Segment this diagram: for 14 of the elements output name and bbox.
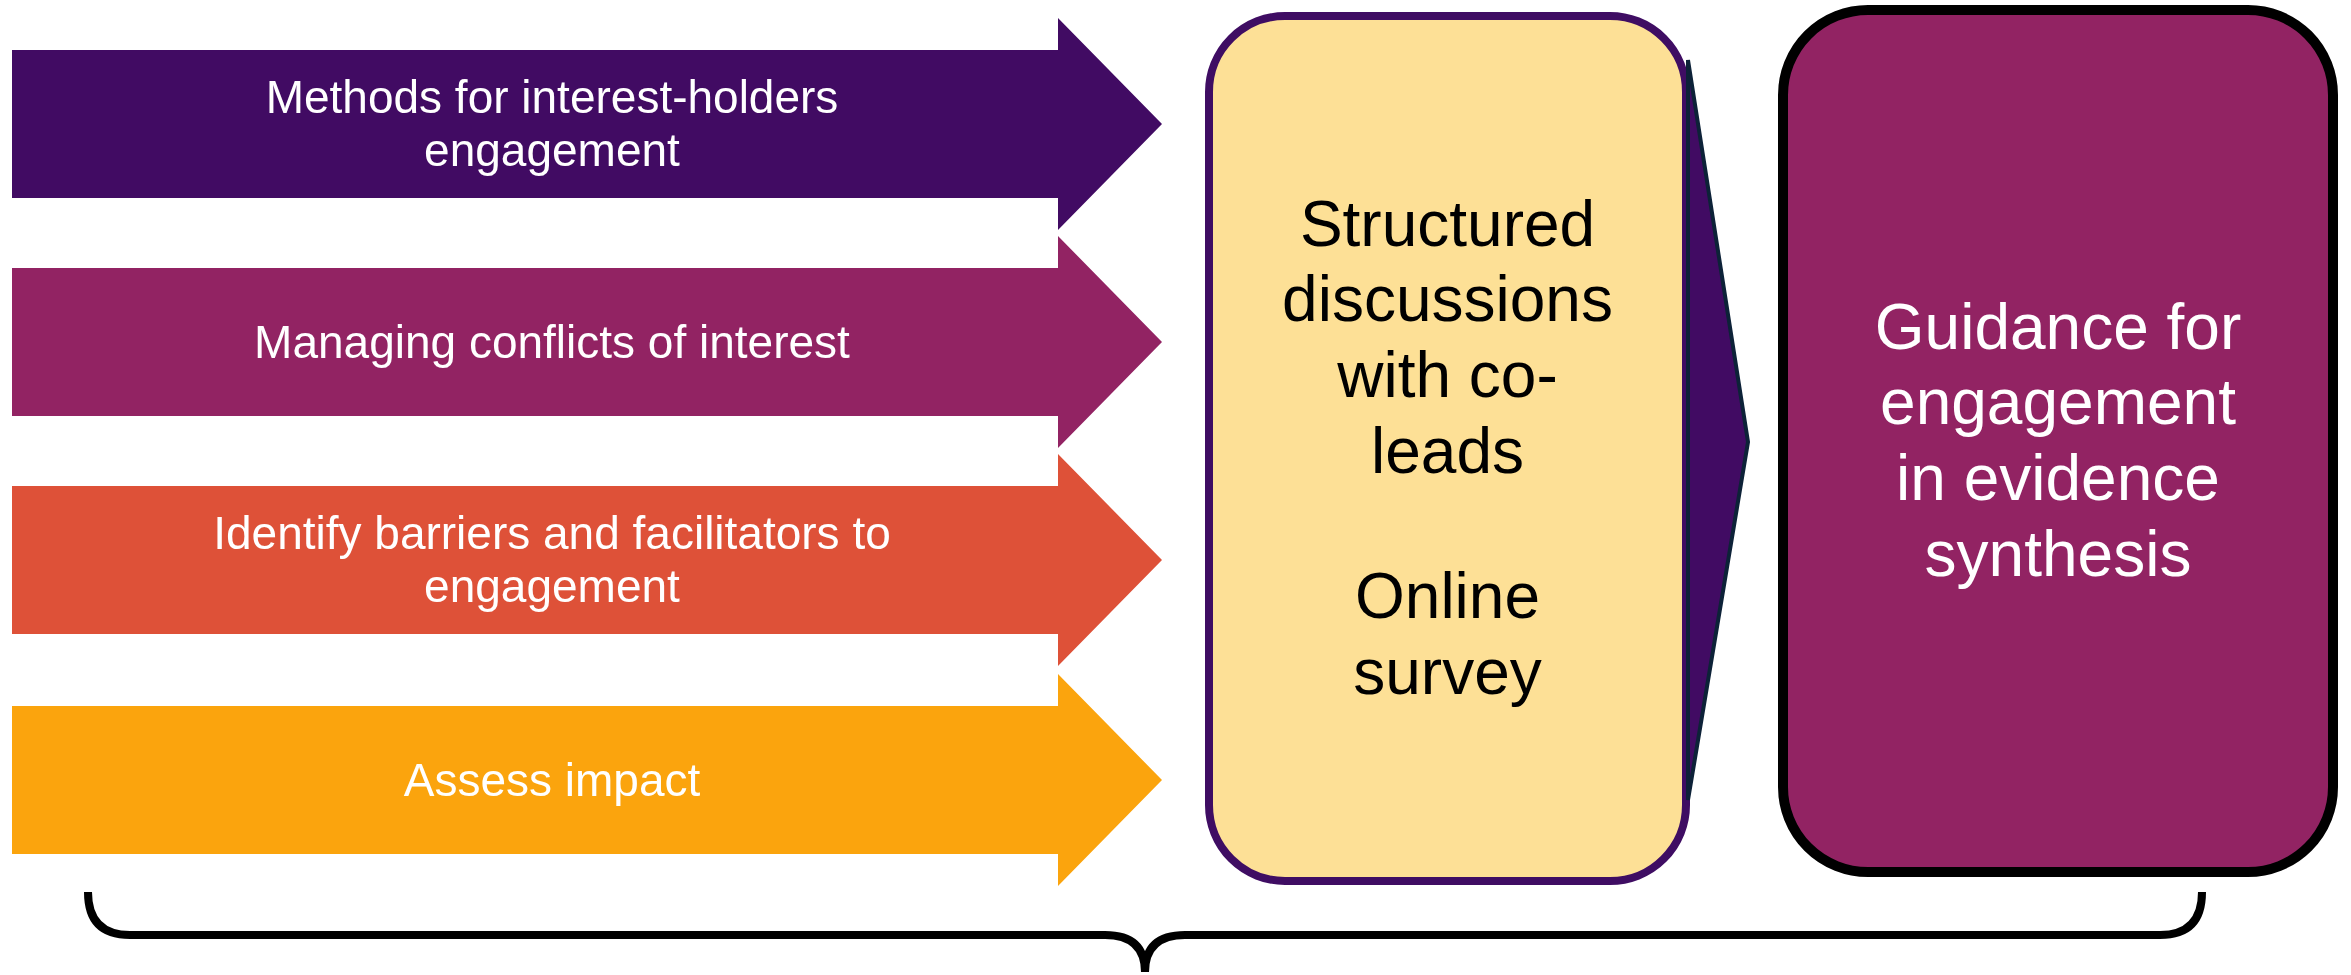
banner-text: Assess impact — [403, 753, 701, 807]
chevron-banner — [12, 18, 1162, 230]
wedge-arrow — [1686, 58, 1751, 802]
output-box — [1778, 5, 2338, 877]
box-text: Online survey — [1352, 559, 1543, 710]
banner-text: Methods for interest-holders engagement — [264, 71, 840, 177]
chevron-banner — [12, 674, 1162, 886]
banner-text: Managing conflicts of interest — [254, 315, 850, 369]
box-text: Structured discussions with co-leads — [1281, 186, 1614, 489]
banner-text: Identify barriers and facilitators to engagement — [212, 507, 892, 613]
chevron-banner — [12, 236, 1162, 448]
box-text: Guidance for engagement in evidence synthesis — [1873, 289, 2243, 592]
method-box — [1205, 12, 1690, 885]
chevron-banner — [12, 454, 1162, 666]
